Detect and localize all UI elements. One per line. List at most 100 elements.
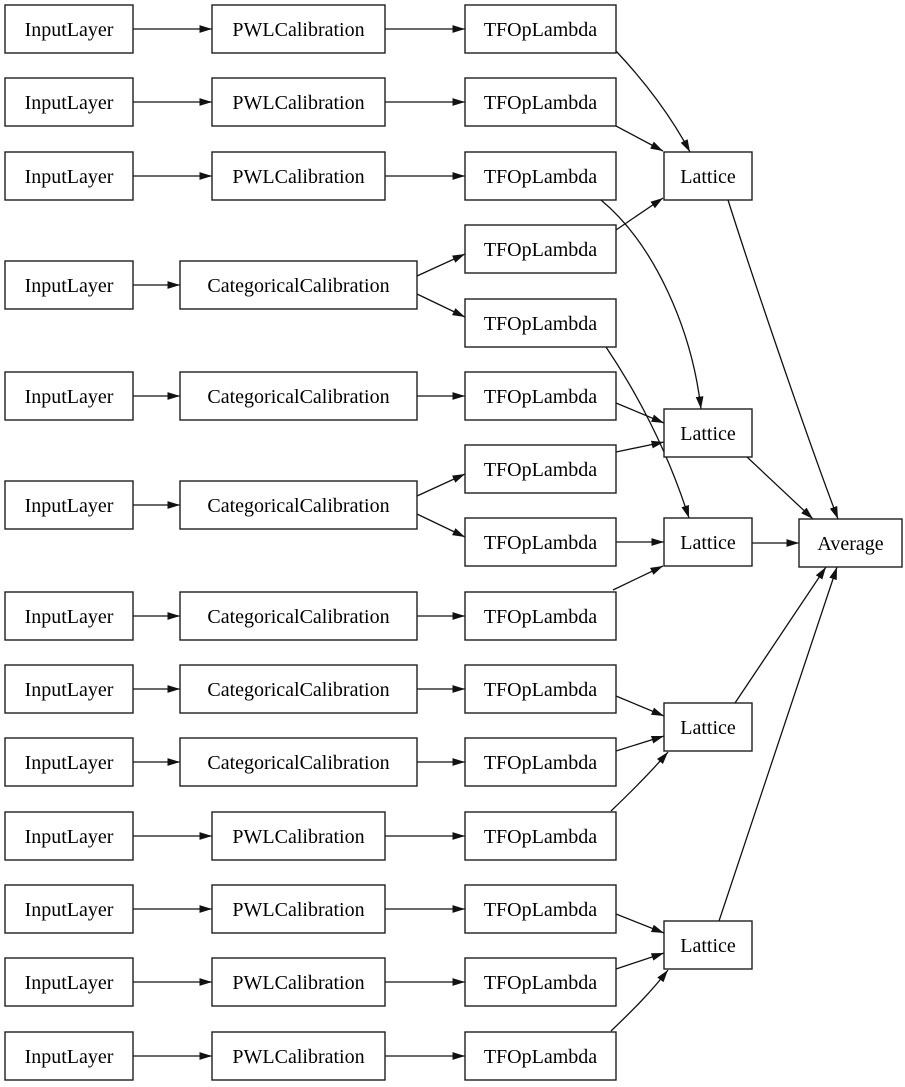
tfop-12-label: TFOpLambda <box>484 826 597 848</box>
tfop-3-box <box>464 151 617 201</box>
pwl-10-label: PWLCalibration <box>232 826 364 848</box>
edge-cat-6-to-tfop-7 <box>416 473 466 497</box>
node-tfop-4: TFOpLambda <box>464 224 617 274</box>
tfop-6-box <box>464 371 617 421</box>
edge-lattice-5-to-average <box>718 566 838 922</box>
input-3-label: InputLayer <box>25 166 114 188</box>
lattice-5-label: Lattice <box>680 935 736 957</box>
node-lattice-4: Lattice <box>663 702 753 752</box>
input-1-label: InputLayer <box>25 19 114 41</box>
pwl-13-label: PWLCalibration <box>232 1046 364 1068</box>
node-lattice-1: Lattice <box>663 151 753 201</box>
tfop-3-label: TFOpLambda <box>484 166 597 188</box>
node-input-1: InputLayer <box>4 4 134 54</box>
edge-lattice-4-to-average <box>734 566 827 704</box>
node-tfop-8: TFOpLambda <box>464 517 617 567</box>
pwl-12-box <box>211 957 386 1007</box>
input-11-box <box>4 884 134 934</box>
node-lattice-2: Lattice <box>663 408 753 458</box>
pwl-2-box <box>211 77 386 127</box>
node-input-9: InputLayer <box>4 737 134 787</box>
tfop-1-box <box>464 4 617 54</box>
input-6-label: InputLayer <box>25 495 114 517</box>
tfop-11-label: TFOpLambda <box>484 752 597 774</box>
edge-tfop-14-to-lattice-5 <box>615 952 665 970</box>
edge-lattice-1-to-average <box>727 199 839 520</box>
edge-tfop-6-to-lattice-2 <box>615 402 665 424</box>
node-pwl-13: PWLCalibration <box>211 1031 386 1081</box>
node-cat-8: CategoricalCalibration <box>179 664 418 714</box>
node-tfop-10: TFOpLambda <box>464 664 617 714</box>
node-tfop-11: TFOpLambda <box>464 737 617 787</box>
edge-tfop-1-to-lattice-1 <box>615 50 691 153</box>
cat-9-box <box>179 737 418 787</box>
node-pwl-10: PWLCalibration <box>211 811 386 861</box>
node-pwl-2: PWLCalibration <box>211 77 386 127</box>
input-3-box <box>4 151 134 201</box>
node-tfop-6: TFOpLambda <box>464 371 617 421</box>
lattice-2-box <box>663 408 753 458</box>
node-cat-5: CategoricalCalibration <box>179 371 418 421</box>
tfop-5-box <box>464 298 617 348</box>
node-tfop-1: TFOpLambda <box>464 4 617 54</box>
edge-lattice-2-to-average <box>746 456 814 520</box>
tfop-13-label: TFOpLambda <box>484 899 597 921</box>
node-tfop-12: TFOpLambda <box>464 811 617 861</box>
node-input-3: InputLayer <box>4 151 134 201</box>
cat-6-box <box>179 480 418 530</box>
tfop-8-box <box>464 517 617 567</box>
pwl-13-box <box>211 1031 386 1081</box>
edge-tfop-4-to-lattice-1 <box>615 197 664 231</box>
input-4-label: InputLayer <box>25 275 114 297</box>
edge-tfop-9-to-lattice-3 <box>612 565 664 591</box>
node-cat-6: CategoricalCalibration <box>179 480 418 530</box>
lattice-1-box <box>663 151 753 201</box>
input-1-box <box>4 4 134 54</box>
node-tfop-9: TFOpLambda <box>464 591 617 641</box>
pwl-1-box <box>211 4 386 54</box>
node-input-4: InputLayer <box>4 260 134 310</box>
tfop-8-label: TFOpLambda <box>484 532 597 554</box>
input-2-label: InputLayer <box>25 92 114 114</box>
node-layer: InputLayerInputLayerInputLayerInputLayer… <box>4 4 903 1081</box>
edge-tfop-10-to-lattice-4 <box>615 695 665 717</box>
cat-4-label: CategoricalCalibration <box>207 275 389 297</box>
input-9-box <box>4 737 134 787</box>
node-tfop-14: TFOpLambda <box>464 957 617 1007</box>
tfop-15-box <box>464 1031 617 1081</box>
tfop-2-label: TFOpLambda <box>484 92 597 114</box>
input-10-box <box>4 811 134 861</box>
edge-cat-6-to-tfop-8 <box>416 513 466 538</box>
edge-tfop-15-to-lattice-5 <box>610 969 669 1032</box>
node-input-5: InputLayer <box>4 371 134 421</box>
node-cat-9: CategoricalCalibration <box>179 737 418 787</box>
cat-4-box <box>179 260 418 310</box>
input-2-box <box>4 77 134 127</box>
lattice-1-label: Lattice <box>680 166 736 188</box>
cat-6-label: CategoricalCalibration <box>207 495 389 517</box>
node-input-2: InputLayer <box>4 77 134 127</box>
input-8-label: InputLayer <box>25 679 114 701</box>
pwl-2-label: PWLCalibration <box>232 92 364 114</box>
node-lattice-5: Lattice <box>663 920 753 970</box>
node-tfop-15: TFOpLambda <box>464 1031 617 1081</box>
lattice-5-box <box>663 920 753 970</box>
node-input-6: InputLayer <box>4 480 134 530</box>
tfop-7-box <box>464 444 617 494</box>
input-12-label: InputLayer <box>25 972 114 994</box>
average-box <box>798 518 903 568</box>
input-9-label: InputLayer <box>25 752 114 774</box>
tfop-13-box <box>464 884 617 934</box>
input-12-box <box>4 957 134 1007</box>
pwl-11-label: PWLCalibration <box>232 899 364 921</box>
input-13-box <box>4 1031 134 1081</box>
tfop-14-label: TFOpLambda <box>484 972 597 994</box>
node-tfop-7: TFOpLambda <box>464 444 617 494</box>
tfop-2-box <box>464 77 617 127</box>
tfop-11-box <box>464 737 617 787</box>
input-5-box <box>4 371 134 421</box>
pwl-1-label: PWLCalibration <box>232 19 364 41</box>
average-label: Average <box>817 533 883 555</box>
edge-tfop-13-to-lattice-5 <box>615 913 665 934</box>
